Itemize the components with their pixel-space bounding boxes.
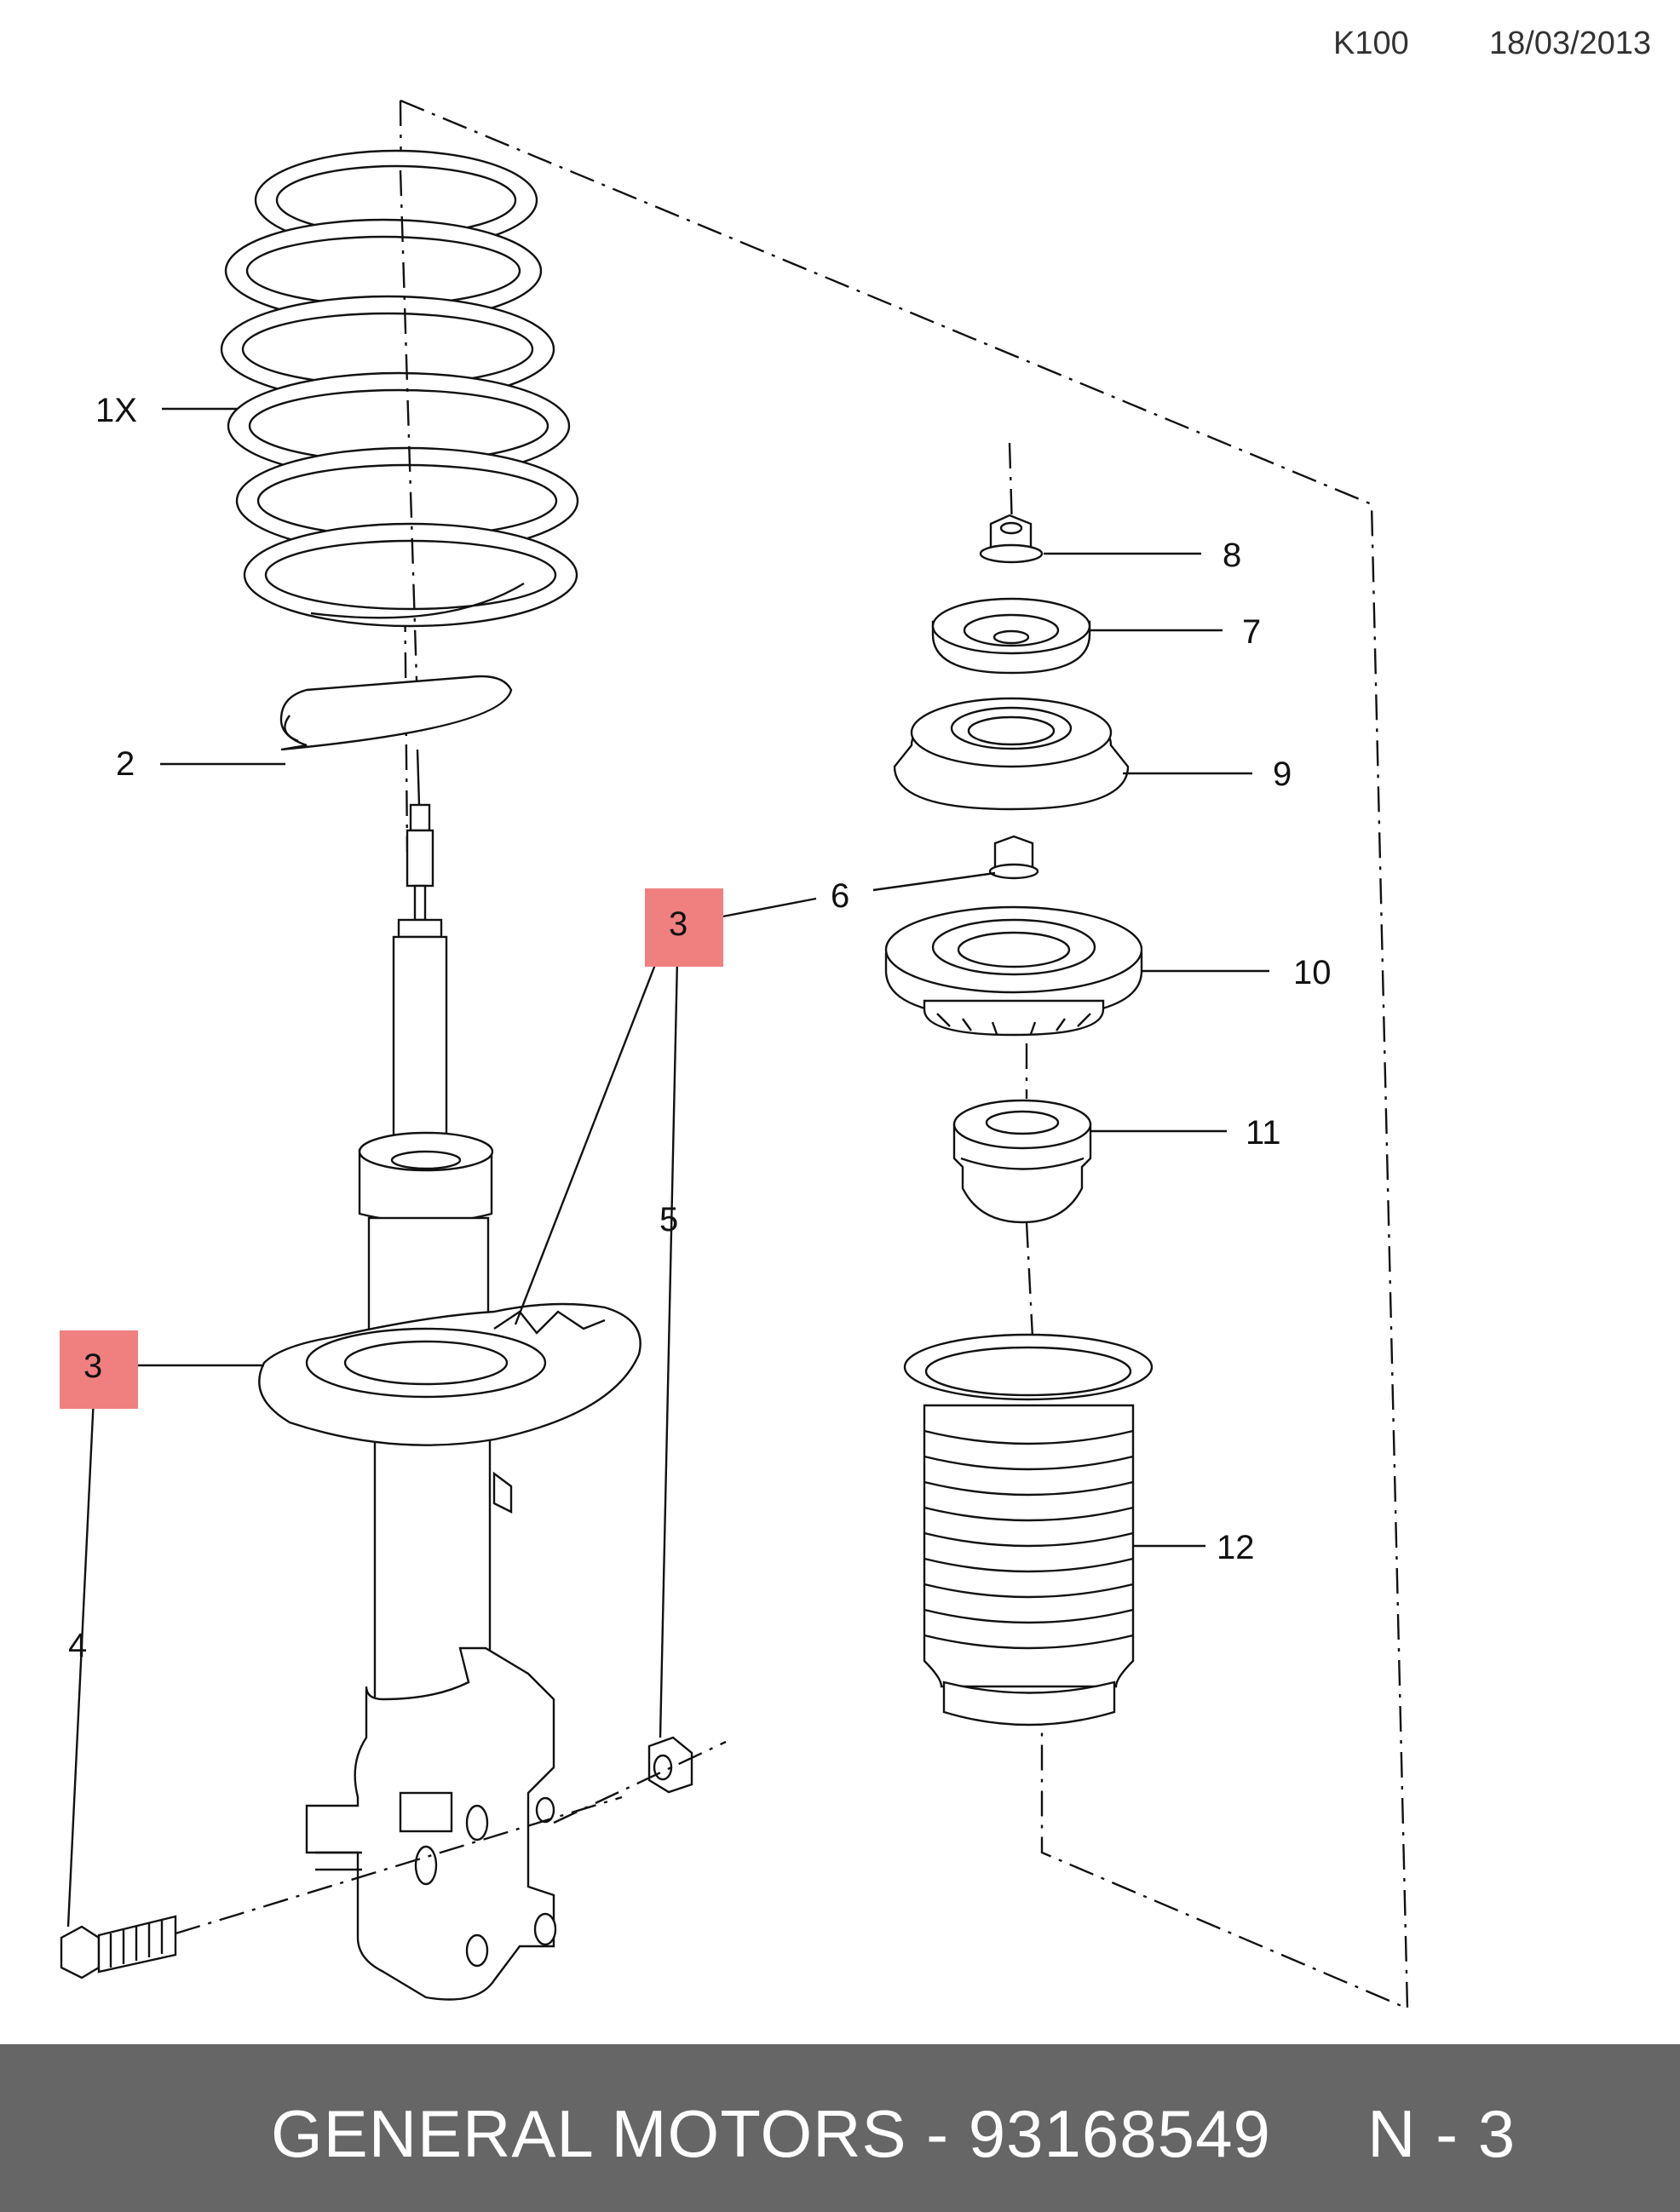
washer [931, 597, 1091, 675]
leader-lines [66, 407, 1269, 1928]
callout-9: 9 [1273, 756, 1292, 793]
diagram-code: K100 [1333, 26, 1409, 61]
callout-11: 11 [1246, 1114, 1281, 1152]
nut-lower [553, 1736, 727, 1824]
diagram-date: 18/03/2013 [1489, 26, 1652, 61]
callout-7: 7 [1242, 613, 1261, 651]
upper-mount [893, 697, 1130, 811]
highlight-box-3-lower [60, 1330, 138, 1409]
callout-1x: 1X [95, 392, 137, 429]
coil-spring [220, 149, 579, 708]
spring-insulator [279, 675, 513, 806]
callout-2: 2 [116, 745, 135, 783]
bolt [60, 1795, 623, 1979]
callout-6: 6 [831, 877, 849, 915]
callout-10: 10 [1293, 954, 1332, 991]
footer-part-number: GENERAL MOTORS - 93168549 N - 3 [271, 2096, 1516, 2171]
callout-8: 8 [1223, 537, 1241, 574]
knuckle-bracket [305, 1646, 557, 2001]
callout-4: 4 [68, 1627, 87, 1664]
bump-stop [952, 1043, 1092, 1224]
callout-3-lower: 3 [83, 1347, 102, 1385]
highlight-box-3-upper [645, 888, 723, 967]
callout-12: 12 [1217, 1529, 1255, 1566]
strut-nut [988, 835, 1039, 880]
dust-boot [903, 1221, 1154, 1727]
top-nut [979, 442, 1044, 564]
strut-mount [884, 905, 1143, 1037]
callout-5: 5 [659, 1201, 678, 1238]
footer-bar: GENERAL MOTORS - 93168549 N - 3 [0, 2044, 1680, 2212]
callout-3-upper: 3 [669, 905, 688, 943]
spring-seat [258, 1302, 642, 1514]
